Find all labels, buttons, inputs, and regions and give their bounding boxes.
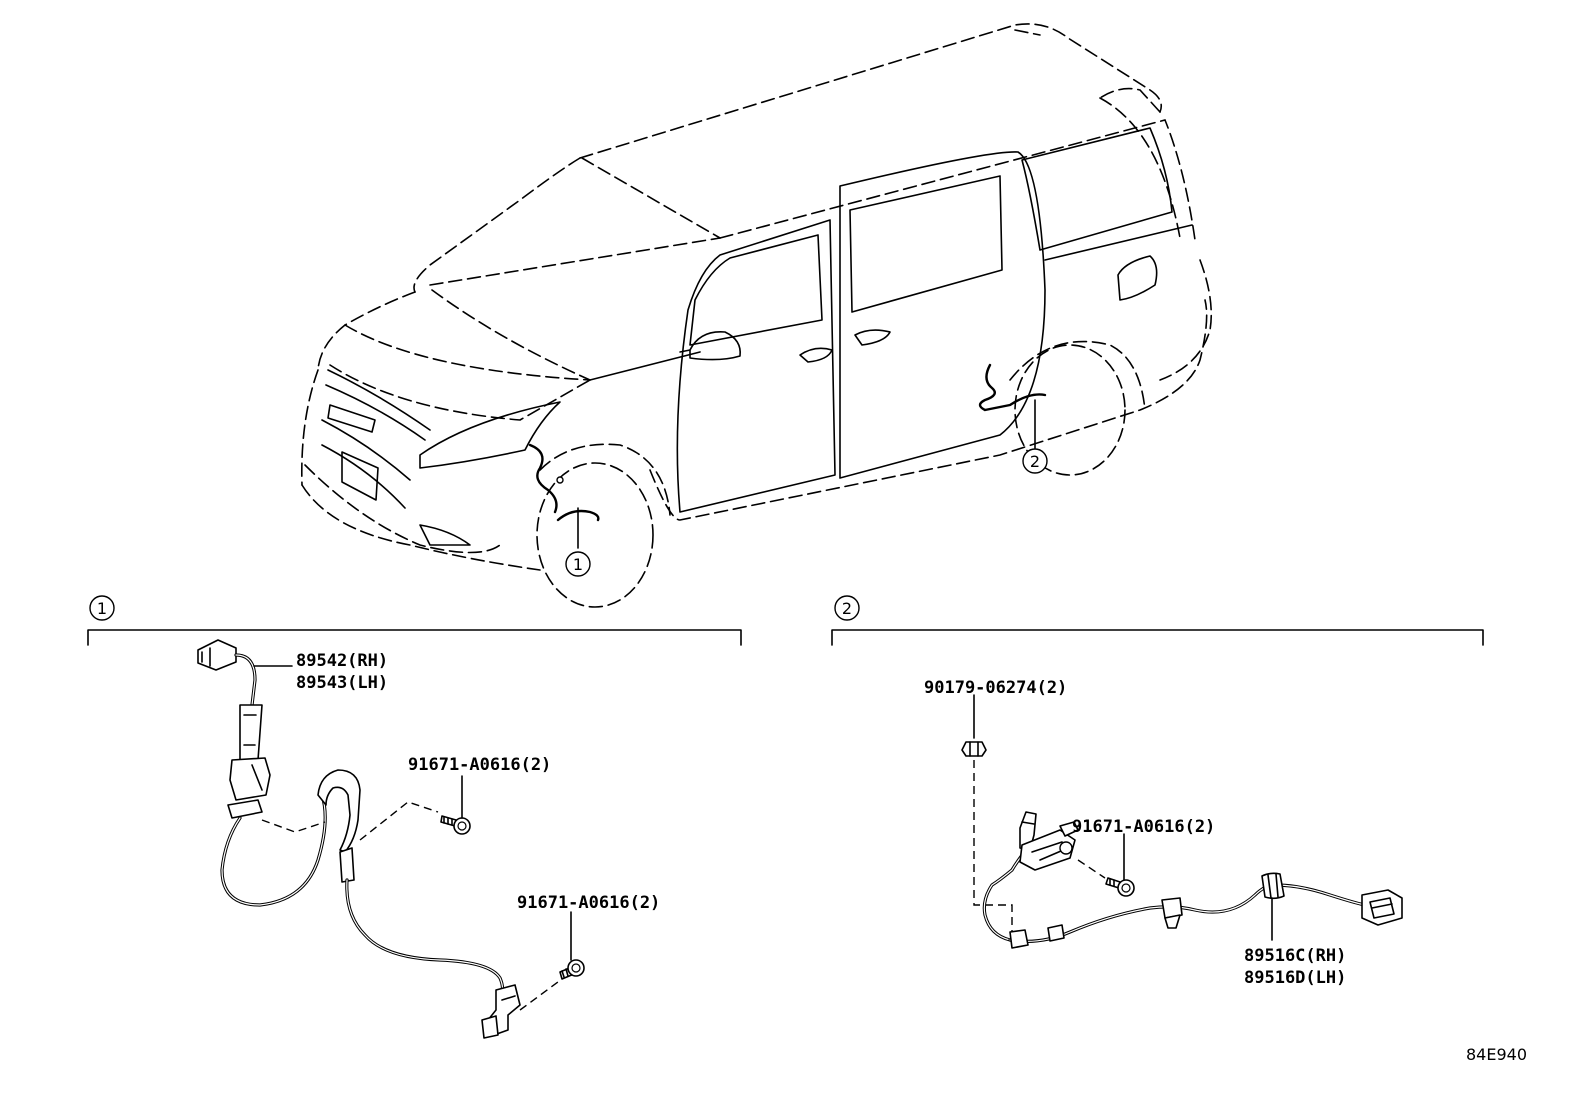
- front-sensor-wire: [528, 443, 600, 549]
- section-2: 2: [831, 595, 1484, 988]
- rear-speed-sensor-harness: [982, 811, 1403, 949]
- section-1-number: 1: [89, 595, 115, 621]
- part-91671-a0616-rear: 91671-A0616(2): [1072, 817, 1215, 837]
- part-91671-a0616-front-a: 91671-A0616(2): [408, 755, 551, 775]
- part-90179-06274: 90179-06274(2): [924, 678, 1067, 698]
- part-89516c-89516d-line1: 89516C(RH): [1244, 946, 1346, 966]
- callout-1-vehicle: 1: [565, 551, 591, 577]
- front-speed-sensor-harness: [197, 639, 521, 1039]
- diagram-code: 84E940: [1466, 1045, 1527, 1064]
- vehicle-outline: [301, 23, 1213, 608]
- nut-90179: [961, 694, 987, 757]
- part-89542-89543-line1: 89542(RH): [296, 651, 388, 671]
- svg-text:2: 2: [1030, 452, 1040, 471]
- svg-text:1: 1: [97, 599, 107, 618]
- section-2-number: 2: [834, 595, 860, 621]
- bolt-2: [559, 911, 585, 980]
- part-89542-89543-line2: 89543(LH): [296, 673, 388, 693]
- bolt-rear: [1077, 833, 1135, 897]
- part-89516c-89516d-line2: 89516D(LH): [1244, 968, 1346, 988]
- bolt-1: [440, 775, 471, 835]
- svg-text:1: 1: [573, 555, 583, 574]
- section-1: 1: [87, 595, 742, 1039]
- rear-sensor-wire: [978, 363, 1047, 449]
- section-2-bracket: [831, 629, 1484, 646]
- svg-text:2: 2: [842, 599, 852, 618]
- section-1-bracket: [87, 629, 742, 646]
- callout-2-vehicle: 2: [1022, 448, 1048, 474]
- part-91671-a0616-front-b: 91671-A0616(2): [517, 893, 660, 913]
